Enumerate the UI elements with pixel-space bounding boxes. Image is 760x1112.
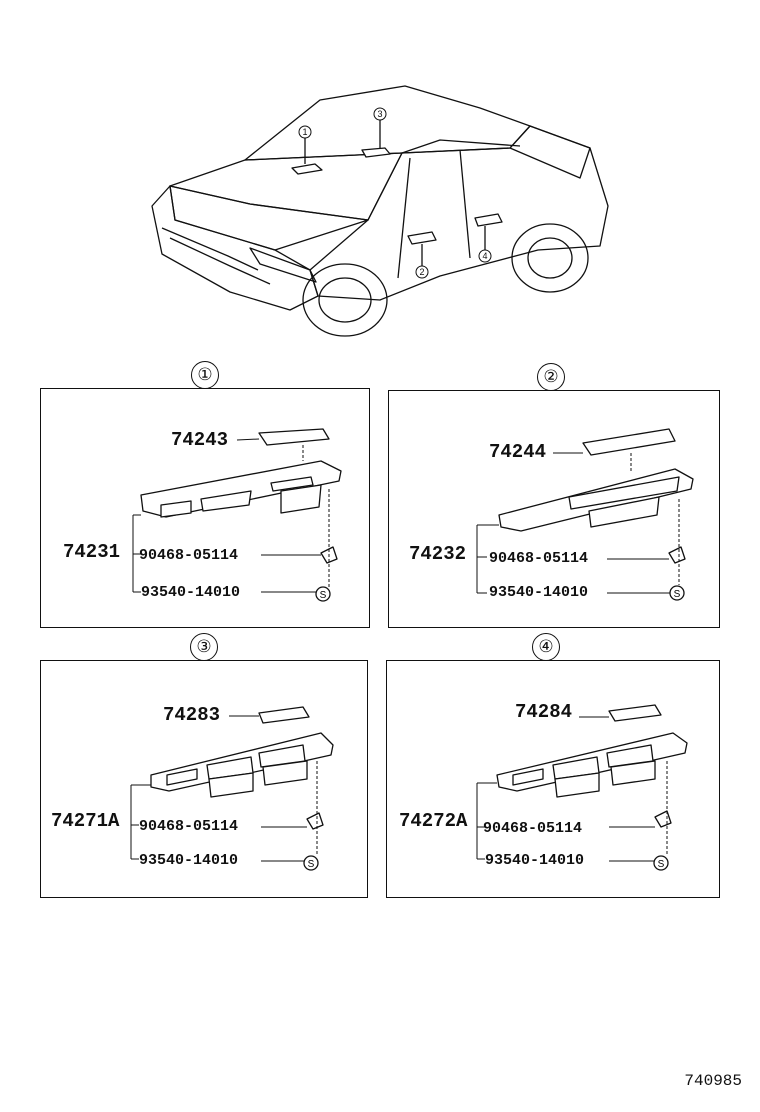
panel-2: S 74244 74232 90468-05114 93540-14010 (388, 390, 720, 628)
s-mark-3: S (308, 859, 315, 870)
diagram-code: 740985 (684, 1072, 742, 1090)
part-number-assembly-4: 74272A (399, 810, 468, 832)
s-mark-4: S (658, 859, 665, 870)
panel-4: S 74284 74272A 90468-05114 93540-14010 (386, 660, 720, 898)
panel-number-2: ② (537, 363, 565, 391)
part-number-clip-3: 93540-14010 (139, 852, 239, 869)
part-number-cover-2: 74244 (489, 441, 547, 463)
switch-base-4-drawing: S (476, 704, 688, 871)
car-illustration: 1 3 2 4 (151, 85, 609, 337)
part-number-clip-1: 93540-14010 (141, 584, 241, 601)
part-number-assembly-3: 74271A (51, 810, 120, 832)
panel-number-3: ③ (190, 633, 218, 661)
s-mark-2: S (674, 589, 681, 600)
panel-1: S 74243 74231 90468-05114 93540-14010 (40, 388, 370, 628)
part-number-cover-3: 74283 (163, 704, 221, 726)
part-number-clip-2: 93540-14010 (489, 584, 589, 601)
part-number-screw-4: 90468-05114 (483, 820, 583, 837)
part-number-screw-3: 90468-05114 (139, 818, 239, 835)
panel-3: S 74283 74271A 90468-05114 93540-14010 (40, 660, 368, 898)
part-number-screw-1: 90468-05114 (139, 547, 239, 564)
panel-number-4: ④ (532, 633, 560, 661)
part-number-cover-4: 74284 (515, 701, 573, 723)
part-number-screw-2: 90468-05114 (489, 550, 589, 567)
car-marker-2: 2 (419, 267, 424, 277)
car-marker-3: 3 (377, 109, 382, 119)
part-number-clip-4: 93540-14010 (485, 852, 585, 869)
switch-base-1-drawing: S (132, 428, 342, 602)
part-number-cover-1: 74243 (171, 429, 229, 451)
part-number-assembly-1: 74231 (63, 541, 121, 563)
part-number-assembly-2: 74232 (409, 543, 467, 565)
panel-number-1: ① (191, 361, 219, 389)
car-marker-4: 4 (482, 251, 487, 261)
switch-base-3-drawing: S (130, 706, 334, 871)
car-marker-1: 1 (302, 127, 307, 137)
s-mark-1: S (320, 590, 327, 601)
switch-base-2-drawing: S (476, 428, 694, 601)
